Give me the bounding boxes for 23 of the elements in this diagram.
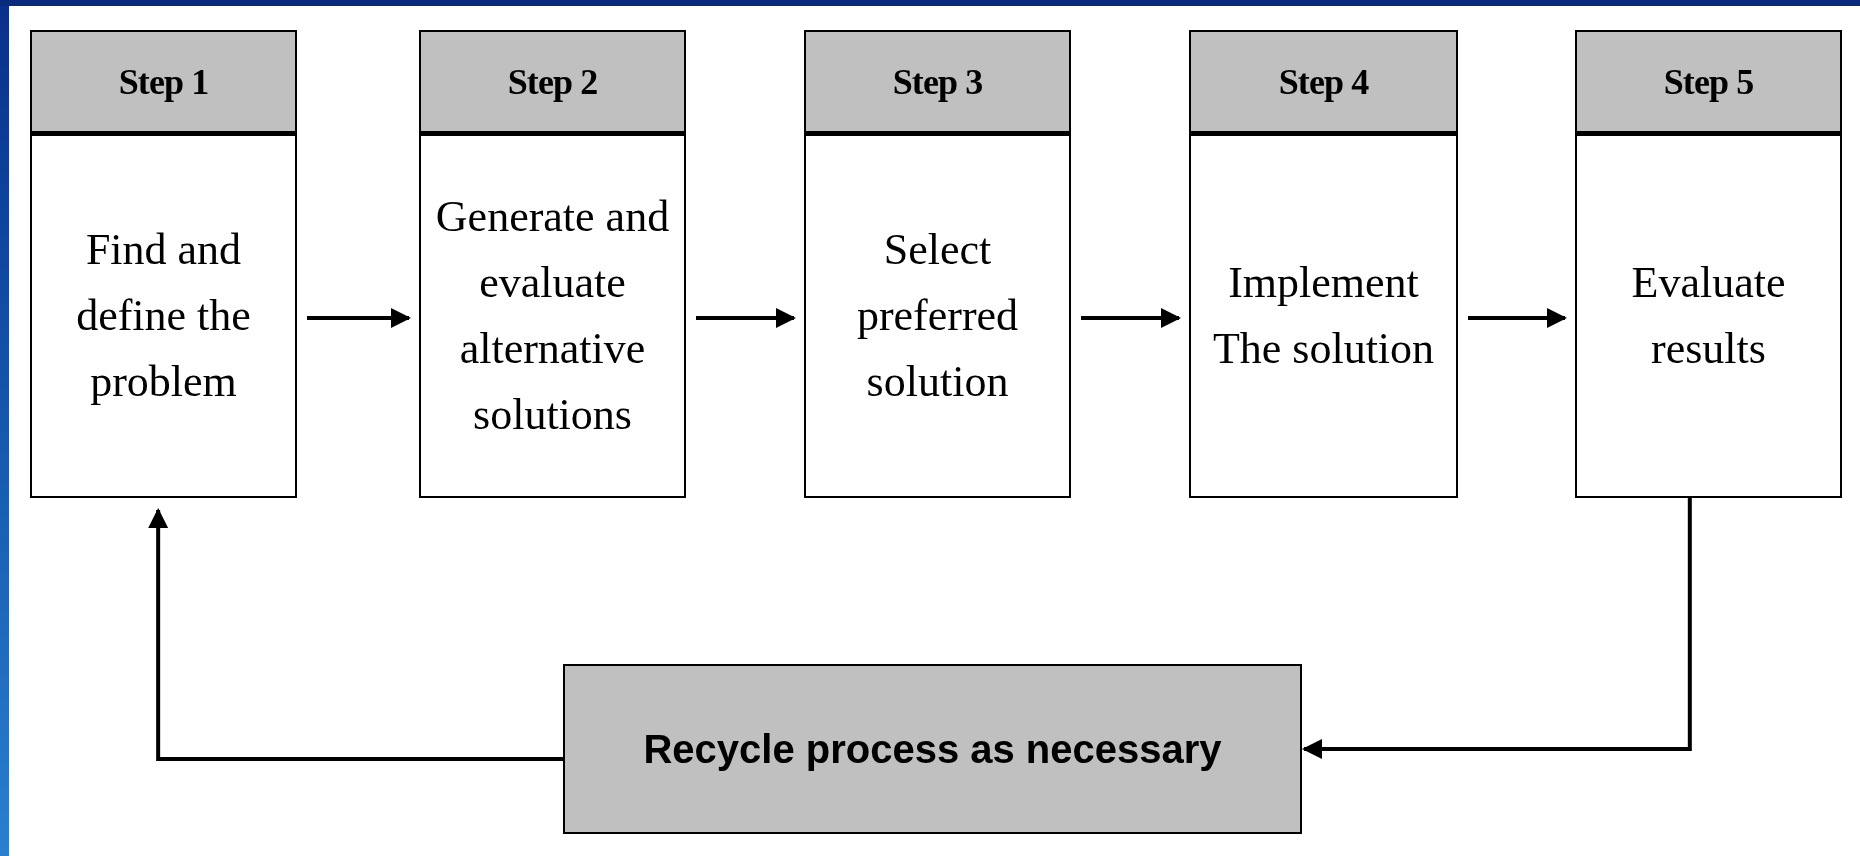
arrow: [148, 508, 563, 761]
process-label: Recycle process as necessary: [643, 726, 1222, 773]
arrow: [1081, 308, 1181, 328]
arrow: [1302, 498, 1692, 759]
step-label: Step 4: [1278, 60, 1369, 104]
step-description: Find and define the problem: [75, 224, 252, 408]
step-label: Step 3: [892, 60, 983, 104]
step-box: [1575, 30, 1842, 498]
step-description: Evaluate results: [1630, 257, 1787, 375]
step-label: Step 1: [118, 60, 209, 104]
step-description: Select preferred solution: [855, 224, 1020, 408]
arrow: [307, 308, 411, 328]
step-box: [419, 30, 686, 498]
step-label: Step 5: [1663, 60, 1754, 104]
step-description: Generate and evaluate alternative solutions: [434, 191, 671, 441]
step-label: Step 2: [507, 60, 598, 104]
process-box: [563, 664, 1302, 834]
arrow: [696, 308, 796, 328]
step-box: [1189, 30, 1458, 498]
step-box: [30, 30, 297, 498]
step-box: [804, 30, 1071, 498]
step-description: Implement The solution: [1211, 257, 1436, 375]
arrow: [1468, 308, 1567, 328]
